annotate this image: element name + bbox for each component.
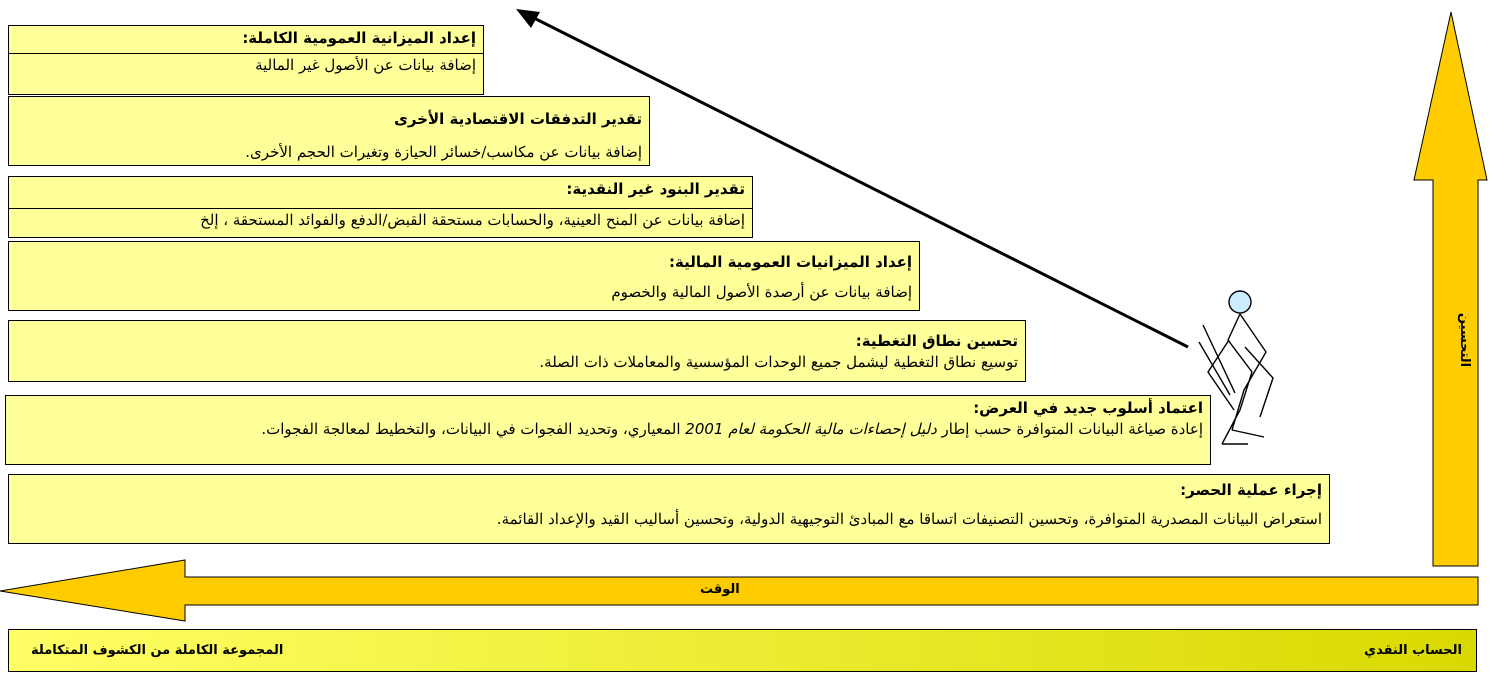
step-title: تحسين نطاق التغطية: (855, 332, 1018, 350)
desc-before: إعادة صياغة البيانات المتوافرة حسب إطار (936, 420, 1203, 438)
step-title: تقدير البنود غير النقدية: (566, 180, 745, 198)
divider (9, 53, 483, 54)
step-desc: إعادة صياغة البيانات المتوافرة حسب إطار … (13, 419, 1203, 440)
step-desc: إضافة بيانات عن الأصول غير المالية (255, 56, 476, 74)
step-new-presentation: اعتماد أسلوب جديد في العرض: إعادة صياغة … (5, 395, 1211, 465)
step-title: اعتماد أسلوب جديد في العرض: (973, 399, 1203, 417)
step-full-balance-sheet: إعداد الميزانية العمومية الكاملة: إضافة … (8, 25, 484, 95)
time-arrow-label: الوقت (700, 582, 740, 597)
step-noncash-items: تقدير البنود غير النقدية: إضافة بيانات ع… (8, 176, 753, 238)
improvement-arrow (1413, 11, 1488, 567)
step-title: إعداد الميزانيات العمومية المالية: (669, 253, 912, 271)
desc-italic: دليل إحصاءات مالية الحكومة لعام 2001 (685, 420, 937, 438)
step-desc: إضافة بيانات عن مكاسب/خسائر الحيازة وتغي… (245, 143, 642, 161)
improvement-arrow-label: التحسين (1457, 313, 1472, 367)
step-desc: توسيع نطاق التغطية ليشمل جميع الوحدات ال… (539, 353, 1018, 371)
full-statements-label: المجموعة الكاملة من الكشوف المتكاملة (31, 643, 284, 658)
step-desc: إضافة بيانات عن المنح العينية، والحسابات… (200, 211, 745, 229)
step-financial-balance-sheets: إعداد الميزانيات العمومية المالية: إضافة… (8, 241, 920, 311)
step-title: إجراء عملية الحصر: (1180, 481, 1322, 499)
statement-range-bar: المجموعة الكاملة من الكشوف المتكاملة الح… (8, 629, 1477, 672)
step-title: إعداد الميزانية العمومية الكاملة: (242, 29, 476, 47)
step-inventory: إجراء عملية الحصر: استعراض البيانات المص… (8, 474, 1330, 544)
diagonal-arrow-icon (516, 9, 1189, 349)
cash-account-label: الحساب النقدي (1364, 643, 1462, 658)
step-desc: استعراض البيانات المصدرية المتوافرة، وتح… (496, 510, 1322, 528)
step-title: تقدير التدفقات الاقتصادية الأخرى (394, 110, 642, 128)
step-other-economic-flows: تقدير التدفقات الاقتصادية الأخرى إضافة ب… (8, 96, 650, 166)
step-desc: إضافة بيانات عن أرصدة الأصول المالية وال… (611, 283, 912, 301)
step-improve-coverage: تحسين نطاق التغطية: توسيع نطاق التغطية ل… (8, 320, 1026, 382)
time-arrow (0, 559, 1479, 622)
divider (9, 208, 752, 209)
stick-figure-icon (1198, 290, 1274, 445)
desc-after: المعياري، وتحديد الفجوات في البيانات، وا… (261, 420, 686, 438)
